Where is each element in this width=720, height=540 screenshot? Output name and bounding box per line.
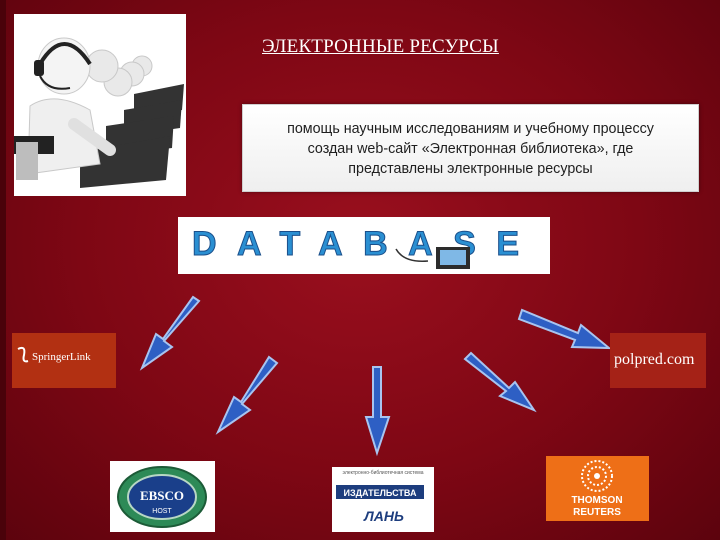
reuters-label: REUTERS: [573, 507, 621, 518]
lan-top-label: электронно-библиотечная система: [343, 470, 424, 476]
arrow-to-springer-icon: [142, 297, 199, 368]
springerlink-label: SpringerLink: [32, 351, 91, 363]
thomson-label: THOMSON: [571, 495, 622, 506]
lan-logo[interactable]: электронно-библиотечная система ИЗДАТЕЛЬ…: [332, 467, 434, 532]
arrow-to-thomson-icon: [465, 353, 534, 410]
arrow-to-lan-icon: [366, 367, 389, 453]
polpred-logo[interactable]: polpred.com: [610, 333, 706, 388]
springerlink-logo[interactable]: SpringerLink: [12, 333, 116, 388]
ebsco-logo[interactable]: EBSCO HOST: [110, 461, 215, 532]
arrow-to-polpred-icon: [519, 310, 609, 348]
ebsco-label: EBSCO: [140, 488, 184, 503]
arrow-to-ebsco-icon: [218, 357, 277, 432]
thomson-reuters-logo[interactable]: THOMSON REUTERS: [546, 456, 649, 521]
lan-mid-label: ИЗДАТЕЛЬСТВА: [344, 488, 417, 498]
lan-bottom-label: ЛАНЬ: [363, 508, 404, 524]
polpred-label: polpred.com: [614, 351, 695, 368]
ebsco-sub-label: HOST: [152, 508, 172, 515]
